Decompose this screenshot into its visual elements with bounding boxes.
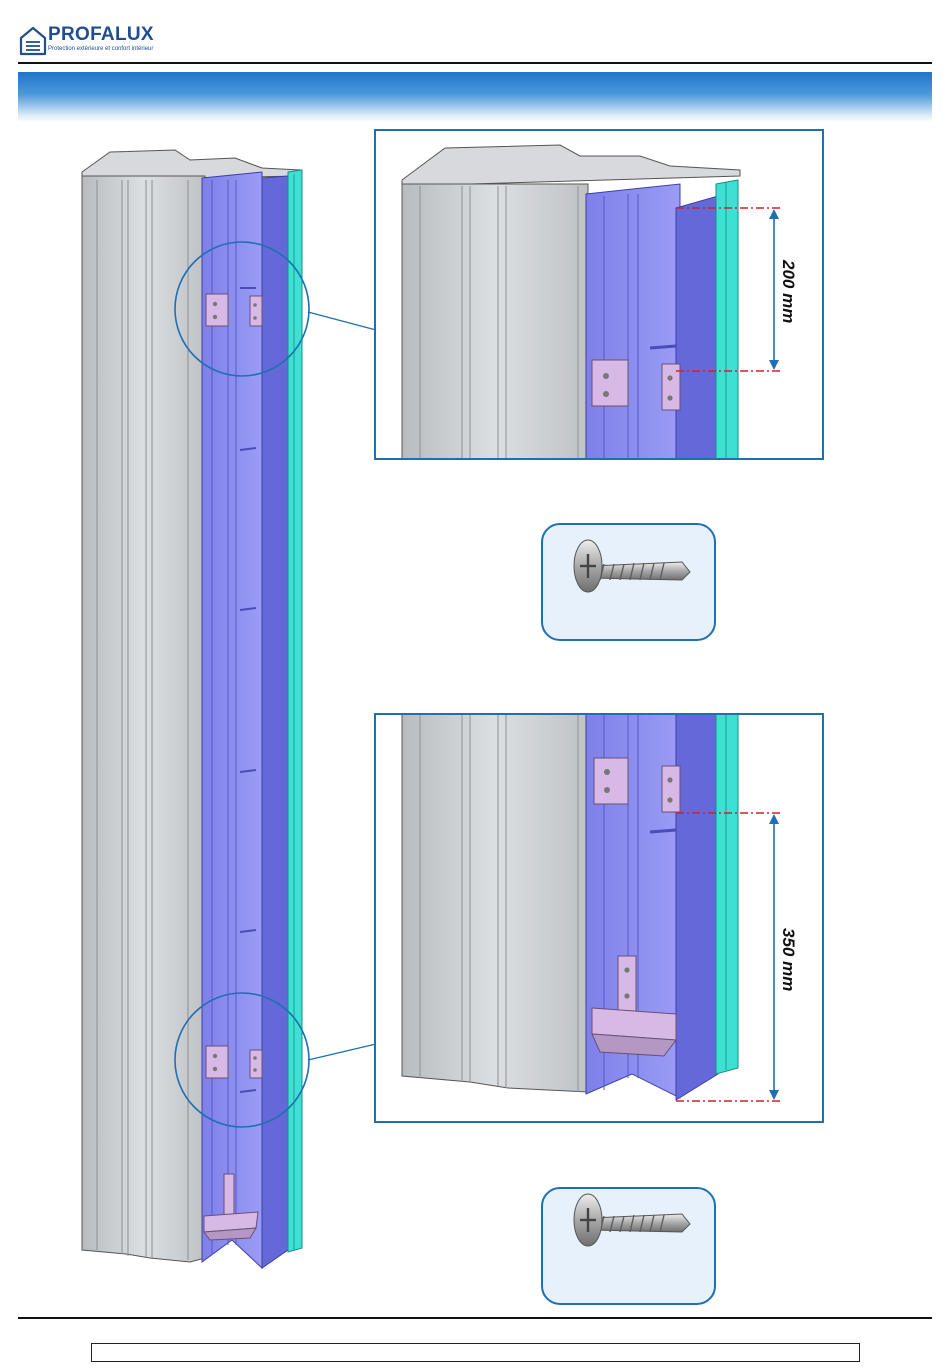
dimension-label-top: 200 mm [778,260,798,320]
footer-rule [18,1317,932,1319]
detail-top-panel [375,130,823,460]
rail-full-view [82,150,376,1268]
dimension-label-bottom: 350 mm [778,928,798,988]
footer-box [91,1343,860,1362]
screw-box-top [542,524,715,640]
detail-bottom-panel [375,712,823,1122]
screw-box-bottom [542,1188,715,1304]
